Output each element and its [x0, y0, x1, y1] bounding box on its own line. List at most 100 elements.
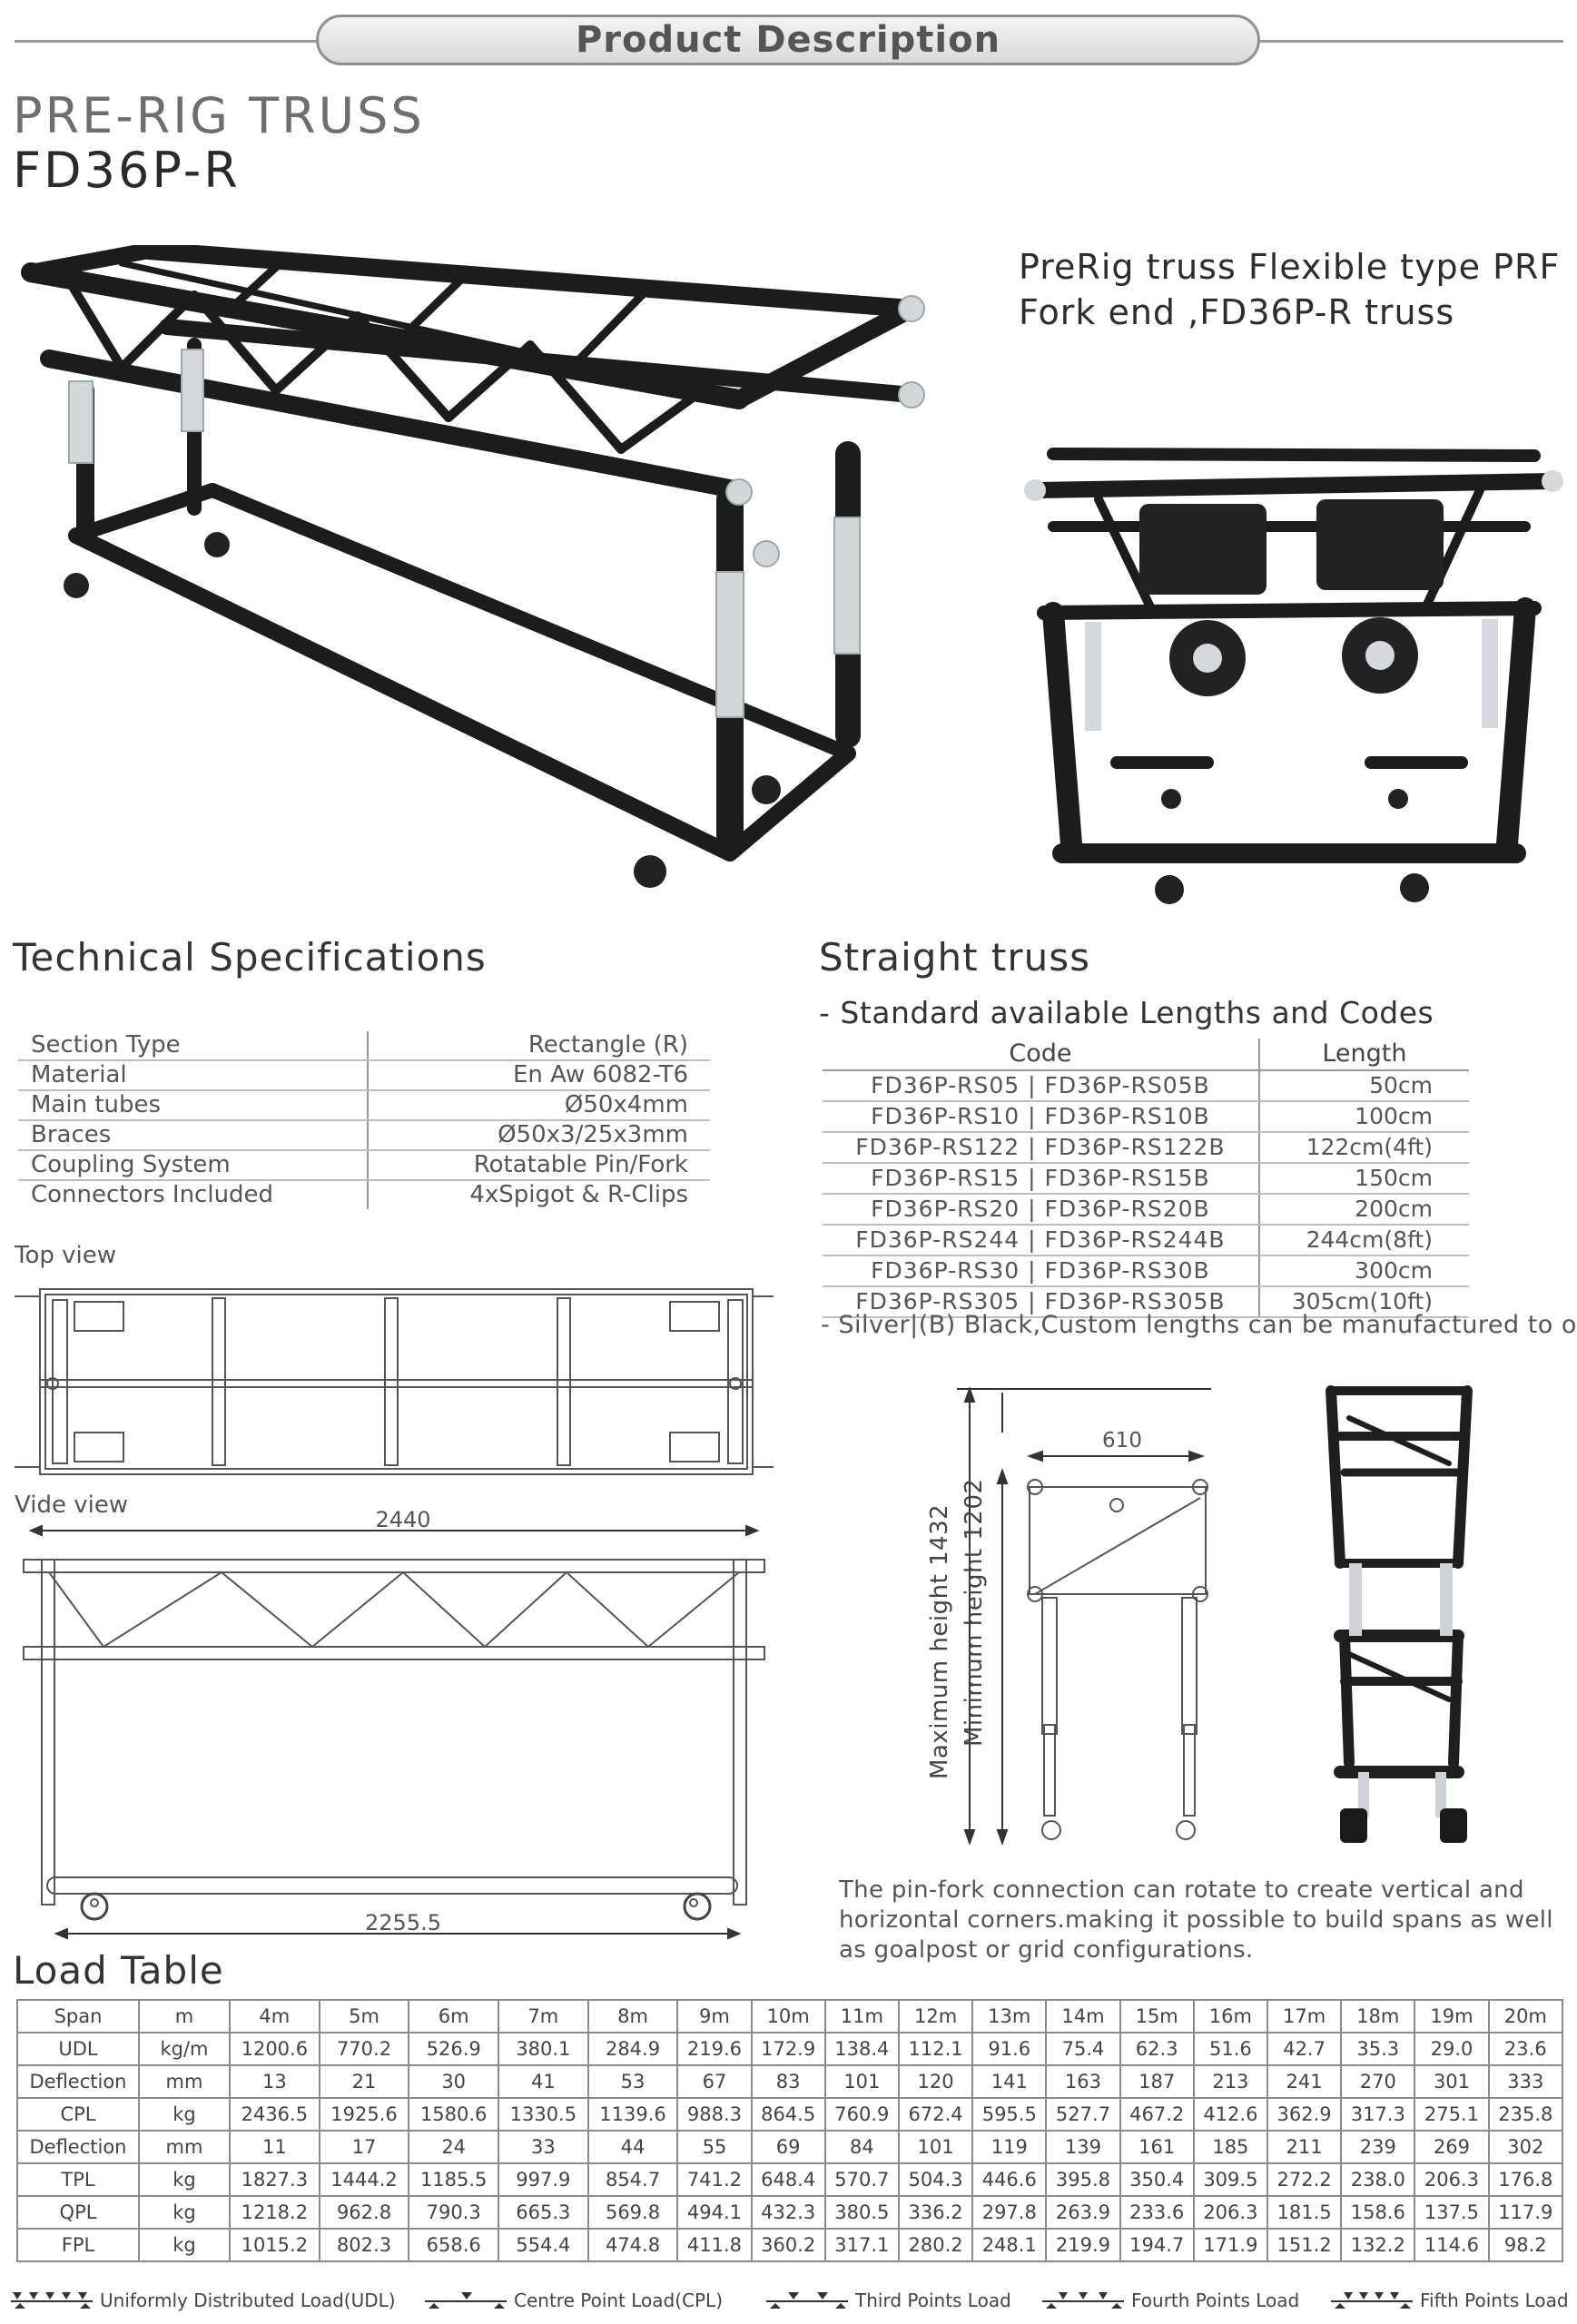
table-cell: 91.6 [971, 2032, 1048, 2066]
table-cell: 997.9 [498, 2162, 589, 2197]
legend-qpl-label: Fourth Points Load [1131, 2290, 1300, 2311]
truss-length: 122cm(4ft) [1258, 1132, 1469, 1164]
spec-value: Rectangle (R) [367, 1031, 710, 1061]
min-height-label: Minimum height 1202 [961, 1478, 988, 1747]
truss-length: 300cm [1258, 1256, 1469, 1287]
table-cell: 53 [586, 2064, 679, 2099]
table-cell: 7m [498, 1999, 589, 2034]
table-cell: 336.2 [897, 2195, 974, 2230]
table-cell: 139 [1045, 2130, 1121, 2164]
table-cell: 309.5 [1192, 2162, 1268, 2197]
table-cell: 790.3 [408, 2195, 500, 2230]
table-cell: 1139.6 [586, 2097, 679, 2132]
table-cell: 988.3 [676, 2097, 753, 2132]
table-cell: 297.8 [971, 2195, 1048, 2230]
table-cell: 648.4 [750, 2162, 826, 2197]
table-cell: 11 [229, 2130, 320, 2164]
spec-label: Connectors Included [31, 1181, 274, 1208]
table-cell: 395.8 [1045, 2162, 1121, 2197]
side-view-label: Vide view [15, 1492, 129, 1519]
table-cell: 380.1 [498, 2032, 589, 2066]
table-cell: 569.8 [586, 2195, 679, 2230]
table-cell: 275.1 [1414, 2097, 1490, 2132]
table-cell: CPL [16, 2097, 140, 2132]
table-cell: 570.7 [823, 2162, 900, 2197]
table-cell: 962.8 [318, 2195, 410, 2230]
cpl-symbol-icon [425, 2292, 507, 2309]
table-cell: 69 [750, 2130, 826, 2164]
table-cell: 17m [1266, 1999, 1343, 2034]
table-cell: 181.5 [1266, 2195, 1343, 2230]
table-cell: 317.3 [1340, 2097, 1416, 2132]
table-cell: 741.2 [676, 2162, 753, 2197]
legend-fpl-label: Fifth Points Load [1420, 2290, 1569, 2311]
table-cell: 360.2 [750, 2228, 826, 2262]
table-cell: FPL [16, 2228, 140, 2262]
table-cell: 1185.5 [408, 2162, 500, 2197]
table-cell: 44 [586, 2130, 679, 2164]
table-cell: 21 [318, 2064, 410, 2099]
table-cell: 446.6 [971, 2162, 1048, 2197]
table-cell: 211 [1266, 2130, 1343, 2164]
table-cell: 235.8 [1487, 2097, 1564, 2132]
truss-code: FD36P-RS244 | FD36P-RS244B [823, 1225, 1260, 1256]
table-cell: 238.0 [1340, 2162, 1416, 2197]
table-cell: 213 [1192, 2064, 1268, 2099]
legend-udl: Uniformly Distributed Load(UDL) [11, 2290, 396, 2311]
table-cell: 29.0 [1414, 2032, 1490, 2066]
table-cell: 854.7 [586, 2162, 679, 2197]
spec-value: En Aw 6082-T6 [367, 1060, 710, 1091]
table-cell: 802.3 [318, 2228, 410, 2262]
truss-code: FD36P-RS305 | FD36P-RS305B [823, 1286, 1260, 1318]
table-cell: 1015.2 [229, 2228, 320, 2262]
table-cell: kg [138, 2162, 231, 2197]
udl-symbol-icon [11, 2292, 93, 2309]
top-view-label: Top view [15, 1242, 117, 1269]
table-cell: QPL [16, 2195, 140, 2230]
connection-description: The pin-fork connection can rotate to cr… [839, 1876, 1553, 1964]
table-cell: 432.3 [750, 2195, 826, 2230]
table-cell: 494.1 [676, 2195, 753, 2230]
table-cell: 760.9 [823, 2097, 900, 2132]
truss-length: 244cm(8ft) [1258, 1225, 1469, 1256]
table-cell: 1827.3 [229, 2162, 320, 2197]
table-header-row: Code Length [823, 1039, 1469, 1071]
truss-code: FD36P-RS20 | FD36P-RS20B [823, 1194, 1260, 1226]
load-table-heading: Load Table [13, 1948, 224, 1993]
table-cell: 12m [897, 1999, 974, 2034]
truss-length: 50cm [1258, 1070, 1469, 1102]
table-cell: 83 [750, 2064, 826, 2099]
top-view-drawing [15, 1288, 774, 1475]
table-cell: 269 [1414, 2130, 1490, 2164]
truss-code: FD36P-RS30 | FD36P-RS30B [823, 1256, 1260, 1287]
header-rule-right [1258, 40, 1563, 43]
table-cell: 280.2 [897, 2228, 974, 2262]
table-cell: 665.3 [498, 2195, 589, 2230]
dim-length-bottom: 2255.5 [365, 1910, 441, 1935]
table-cell: 474.8 [586, 2228, 679, 2262]
truss-code: FD36P-RS122 | FD36P-RS122B [823, 1132, 1260, 1164]
table-cell: 554.4 [498, 2228, 589, 2262]
table-cell: 2436.5 [229, 2097, 320, 2132]
header-banner: Product Description [316, 15, 1260, 65]
spec-value: Rotatable Pin/Fork [367, 1150, 710, 1181]
table-cell: 185 [1192, 2130, 1268, 2164]
table-cell: Span [16, 1999, 140, 2034]
table-cell: 527.7 [1045, 2097, 1121, 2132]
table-cell: 350.4 [1119, 2162, 1195, 2197]
table-cell: 362.9 [1266, 2097, 1343, 2132]
table-cell: 241 [1266, 2064, 1343, 2099]
spec-label: Coupling System [18, 1150, 369, 1181]
